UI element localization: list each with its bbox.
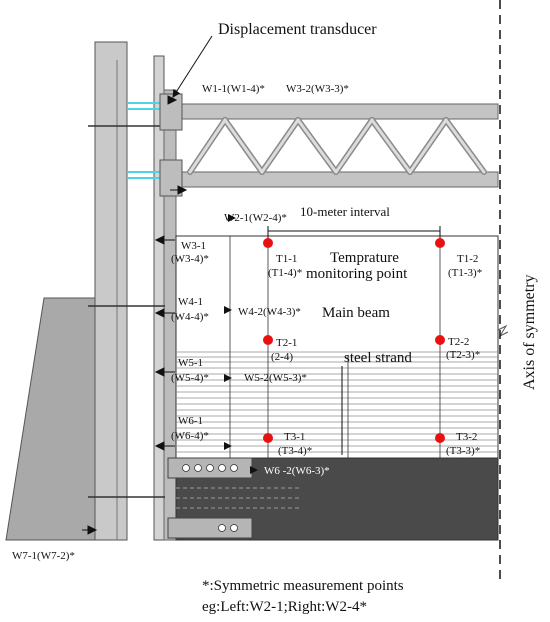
label-t2-2: T2-2 (448, 336, 469, 348)
temp-point-t3-1 (263, 433, 273, 443)
label-w7-1: W7-1(W7-2)* (12, 550, 75, 562)
footnote-line-2: eg:Left:W2-1;Right:W2-4* (202, 599, 367, 615)
label-w6-2: W6 -2(W6-3)* (264, 465, 330, 477)
label-t3-1: T3-1 (284, 431, 305, 443)
footnote-line-1: *:Symmetric measurement points (202, 578, 404, 594)
inner-arrows (224, 214, 258, 474)
label-w5-4: (W5-4)* (171, 372, 209, 384)
label-w4-4: (W4-4)* (171, 311, 209, 323)
temp-point-t2-1 (263, 335, 273, 345)
label-w1: W1-1(W1-4)* (202, 83, 265, 95)
temp-label-line-1: Temprature (330, 250, 399, 266)
label-w4-2: W4-2(W4-3)* (238, 306, 301, 318)
temp-point-t2-2 (435, 335, 445, 345)
label-t3-2: T3-2 (456, 431, 477, 443)
interval-label: 10-meter interval (300, 204, 390, 219)
interval-dimension (267, 226, 441, 240)
label-w6-4: (W6-4)* (171, 430, 209, 442)
cyan-rods (127, 102, 160, 179)
label-t1-1: T1-1 (276, 253, 297, 265)
label-w5-1: W5-1 (178, 357, 203, 369)
truss-top-chord (175, 103, 499, 120)
label-w2: W2-1(W2-4)* (224, 212, 287, 224)
label-w5-2: W5-2(W5-3)* (244, 372, 307, 384)
label-w4-1: W4-1 (178, 296, 203, 308)
temp-point-t1-1 (263, 238, 273, 248)
label-t3-4: (T3-4)* (278, 445, 312, 457)
axis-of-symmetry-label: Axis of symmetry (521, 274, 538, 390)
anchor-holes (182, 464, 238, 532)
label-t1-4: (T1-4)* (268, 267, 302, 279)
temp-label-line-2: monitoring point (306, 266, 408, 282)
anchor-bolts (88, 125, 165, 498)
temperature-points (263, 238, 445, 443)
label-w3-1: W3-1 (181, 240, 206, 252)
label-w6-1: W6-1 (178, 415, 203, 427)
temp-point-t1-2 (435, 238, 445, 248)
pier-column (94, 41, 128, 541)
steel-strand-label: steel strand (344, 350, 412, 366)
temp-point-t3-2 (435, 433, 445, 443)
label-t2-4: (2-4) (271, 351, 293, 363)
label-t2-1: T2-1 (276, 337, 297, 349)
main-beam-label: Main beam (322, 305, 390, 321)
displacement-transducer-label: Displacement transducer (218, 21, 377, 38)
label-t1-2: T1-2 (457, 253, 478, 265)
label-w3-4: (W3-4)* (171, 253, 209, 265)
abutment-wall (5, 297, 96, 541)
label-w3-top: W3-2(W3-3)* (286, 83, 349, 95)
guide-lines (229, 236, 441, 458)
label-t2-3: (T2-3)* (446, 349, 480, 361)
label-t1-3: (T1-3)* (448, 267, 482, 279)
transducer-arrows (82, 35, 213, 535)
label-t3-3: (T3-3)* (446, 445, 480, 457)
